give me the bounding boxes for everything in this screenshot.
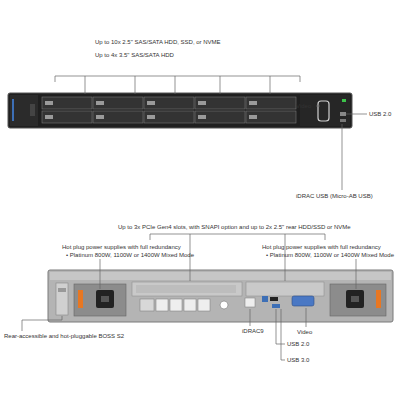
power-supply-right-part bbox=[376, 290, 381, 308]
callout-text: Video bbox=[297, 329, 312, 336]
front-leader-lines-part bbox=[316, 106, 320, 107]
callout-text: Hot plug power supplies with full redund… bbox=[262, 244, 381, 251]
boss-module bbox=[56, 283, 68, 315]
drive-bays-part bbox=[246, 111, 296, 123]
front-chassis-part bbox=[12, 99, 14, 121]
boss-module-part bbox=[56, 283, 68, 315]
front-chassis-part bbox=[30, 104, 35, 116]
pcie-and-ports-part bbox=[245, 298, 255, 307]
front-chassis bbox=[8, 93, 352, 128]
pcie-and-ports-part bbox=[136, 285, 236, 293]
power-supply-right-part bbox=[330, 284, 386, 316]
power-supply-right-part bbox=[351, 296, 359, 302]
pcie-and-ports-part bbox=[246, 282, 324, 296]
null-part-part bbox=[45, 115, 53, 119]
front-control-panel-part bbox=[340, 119, 346, 122]
pcie-and-ports-part bbox=[220, 301, 228, 309]
rear-leader-lines-part bbox=[281, 309, 285, 360]
callout-text: iDRAC9 bbox=[242, 328, 264, 335]
null-part-part bbox=[249, 115, 257, 119]
rear-leader-lines-part bbox=[276, 309, 285, 344]
power-supply-right bbox=[330, 284, 386, 316]
power-supply-left-part bbox=[101, 296, 109, 302]
power-supply-left-part bbox=[78, 290, 83, 308]
callout-text: iDRAC USB (Micro-AB USB) bbox=[296, 193, 373, 200]
pcie-and-ports-part bbox=[170, 299, 182, 311]
drive-bays-part bbox=[144, 111, 194, 123]
null-part-part bbox=[249, 101, 257, 105]
pcie-and-ports-part bbox=[132, 282, 242, 296]
callout-text: Rear-accessible and hot-pluggable BOSS S… bbox=[4, 333, 124, 340]
rear-leader-lines-part bbox=[306, 308, 307, 327]
drive-bays-part bbox=[144, 97, 194, 109]
front-leader-lines-part bbox=[342, 124, 343, 190]
drive-bays-part bbox=[246, 97, 296, 109]
rear-leader-lines-part bbox=[250, 309, 251, 326]
callout-text: USB 2.0 bbox=[287, 341, 309, 348]
callout-text: • Platinum 800W, 1100W or 1400W Mixed Mo… bbox=[266, 252, 394, 259]
rear-leader-lines-part bbox=[356, 259, 357, 289]
callout-text: • Platinum 800W, 1100W or 1400W Mixed Mo… bbox=[66, 252, 194, 259]
callout-text: Up to 4x 3.5" SAS/SATA HDD bbox=[95, 52, 174, 59]
drive-bays-part bbox=[42, 97, 92, 109]
rear-leader-lines-part bbox=[150, 234, 325, 240]
front-chassis-part bbox=[8, 93, 352, 128]
pcie-and-ports-part bbox=[184, 299, 196, 311]
front-control-panel-part bbox=[340, 112, 346, 116]
pcie-and-ports-part bbox=[292, 296, 314, 306]
front-control-panel bbox=[300, 95, 350, 126]
null-part-part bbox=[147, 115, 155, 119]
null-part-part bbox=[198, 101, 206, 105]
drive-bays-part bbox=[195, 97, 245, 109]
null-part-part bbox=[45, 101, 53, 105]
front-control-panel-part bbox=[342, 99, 346, 102]
front-leader-lines bbox=[55, 76, 367, 190]
pcie-and-ports bbox=[132, 282, 324, 311]
pcie-and-ports-part bbox=[272, 304, 280, 308]
callout-text: Up to 10x 2.5" SAS/SATA HDD, SSD, or NVM… bbox=[95, 39, 221, 46]
rear-leader-lines-part bbox=[100, 259, 101, 289]
rear-leader-lines-part bbox=[22, 316, 62, 331]
boss-module-part bbox=[58, 288, 66, 292]
pcie-and-ports-part bbox=[140, 299, 154, 311]
power-supply-left-part bbox=[96, 290, 114, 308]
front-chassis-part bbox=[10, 95, 38, 126]
drive-bays-part bbox=[93, 111, 143, 123]
null-part bbox=[45, 101, 257, 119]
callout-text: USB 2.0 bbox=[369, 111, 391, 118]
power-supply-right-part bbox=[346, 290, 364, 308]
callout-text: Up to 3x PCIe Gen4 slots, with SNAPI opt… bbox=[118, 224, 351, 231]
front-control-panel-part bbox=[300, 95, 350, 126]
drive-bays-part bbox=[195, 111, 245, 123]
front-leader-lines-part bbox=[85, 76, 270, 94]
null-part-part bbox=[96, 101, 104, 105]
null-part-part bbox=[96, 115, 104, 119]
front-leader-lines-part bbox=[346, 114, 367, 115]
front-control-panel-part bbox=[318, 101, 329, 121]
callout-text: Hot plug power supplies with full redund… bbox=[62, 244, 181, 251]
drive-bays bbox=[42, 97, 296, 123]
callout-text: Video bbox=[296, 103, 311, 110]
pcie-and-ports-part bbox=[262, 296, 268, 302]
drive-bays-part bbox=[93, 97, 143, 109]
pcie-and-ports-part bbox=[270, 297, 278, 301]
null-part-part bbox=[147, 101, 155, 105]
null-part-part bbox=[198, 115, 206, 119]
front-leader-lines-part bbox=[55, 76, 300, 82]
rear-chassis-part bbox=[50, 272, 391, 280]
pcie-and-ports-part bbox=[156, 299, 168, 311]
pcie-and-ports-part bbox=[198, 299, 210, 311]
drive-bays-part bbox=[42, 111, 92, 123]
callout-text: USB 3.0 bbox=[287, 357, 309, 364]
